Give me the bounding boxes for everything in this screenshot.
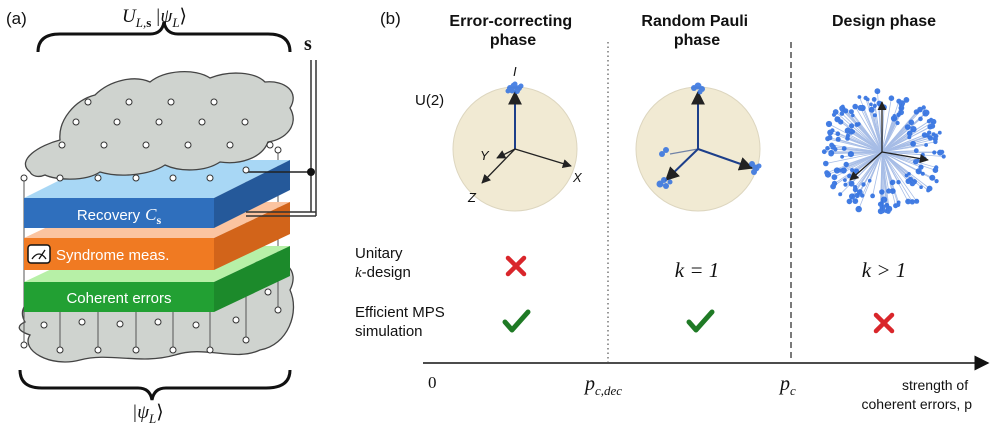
sphere-random-pauli — [635, 82, 762, 212]
coherent-errors-label: Coherent errors — [66, 290, 171, 307]
panel-a: (a) UL,s|ψL⟩ s Coherent errors — [6, 6, 317, 426]
syndrome-label: Syndrome meas. — [56, 247, 169, 264]
cross-mark-mps — [873, 312, 895, 334]
sphere-error-correcting: I X Y Z — [452, 64, 583, 212]
tick-pcdec: pc,dec — [583, 373, 622, 398]
check-mark-mps-2 — [686, 309, 715, 333]
s-label: s — [304, 33, 312, 55]
svg-text:X: X — [572, 170, 583, 185]
phase-title-design: Design phase — [832, 13, 936, 30]
s-wire-junction — [307, 168, 315, 176]
recovery-front — [24, 198, 214, 228]
top-formula: UL,s|ψL⟩ — [122, 6, 187, 30]
qubit-nodes-top — [20, 98, 282, 182]
row-label-mps: Efficient MPS simulation — [355, 304, 449, 340]
panel-b-label: (b) — [380, 9, 401, 28]
svg-text:Z: Z — [467, 190, 477, 205]
phase-title-error-correcting: Error-correcting phase — [449, 13, 576, 49]
k-equals-1: k = 1 — [675, 258, 720, 282]
recovery-side — [214, 160, 290, 228]
bottom-brace — [18, 369, 292, 401]
sphere-design — [821, 88, 946, 215]
axis-label: strength of coherent errors, p — [862, 377, 973, 412]
row-label-unitary: Unitary k-design — [355, 245, 411, 281]
phase-title-random-pauli: Random Pauli phase — [641, 13, 752, 49]
meter-icon — [27, 244, 51, 264]
svg-text:I: I — [513, 64, 517, 79]
tick-pc: pc — [778, 373, 796, 398]
k-greater-1: k > 1 — [862, 258, 907, 282]
u2-label: U(2) — [415, 92, 444, 109]
coherent-errors-side — [214, 246, 290, 312]
panel-b: (b) Error-correcting phase Random Pauli … — [355, 9, 990, 412]
bottom-formula: |ψL⟩ — [132, 402, 164, 426]
check-mark-mps-1 — [502, 309, 531, 333]
qubit-nodes-bottom — [20, 288, 282, 354]
syndrome-front — [24, 238, 214, 270]
cross-mark-unitary — [505, 255, 527, 277]
syndrome-side — [214, 202, 290, 270]
svg-text:Y: Y — [480, 148, 490, 163]
panel-a-label: (a) — [6, 9, 27, 28]
coherent-errors-front — [24, 282, 214, 312]
axis-zero: 0 — [428, 373, 437, 392]
top-brace — [36, 21, 292, 53]
